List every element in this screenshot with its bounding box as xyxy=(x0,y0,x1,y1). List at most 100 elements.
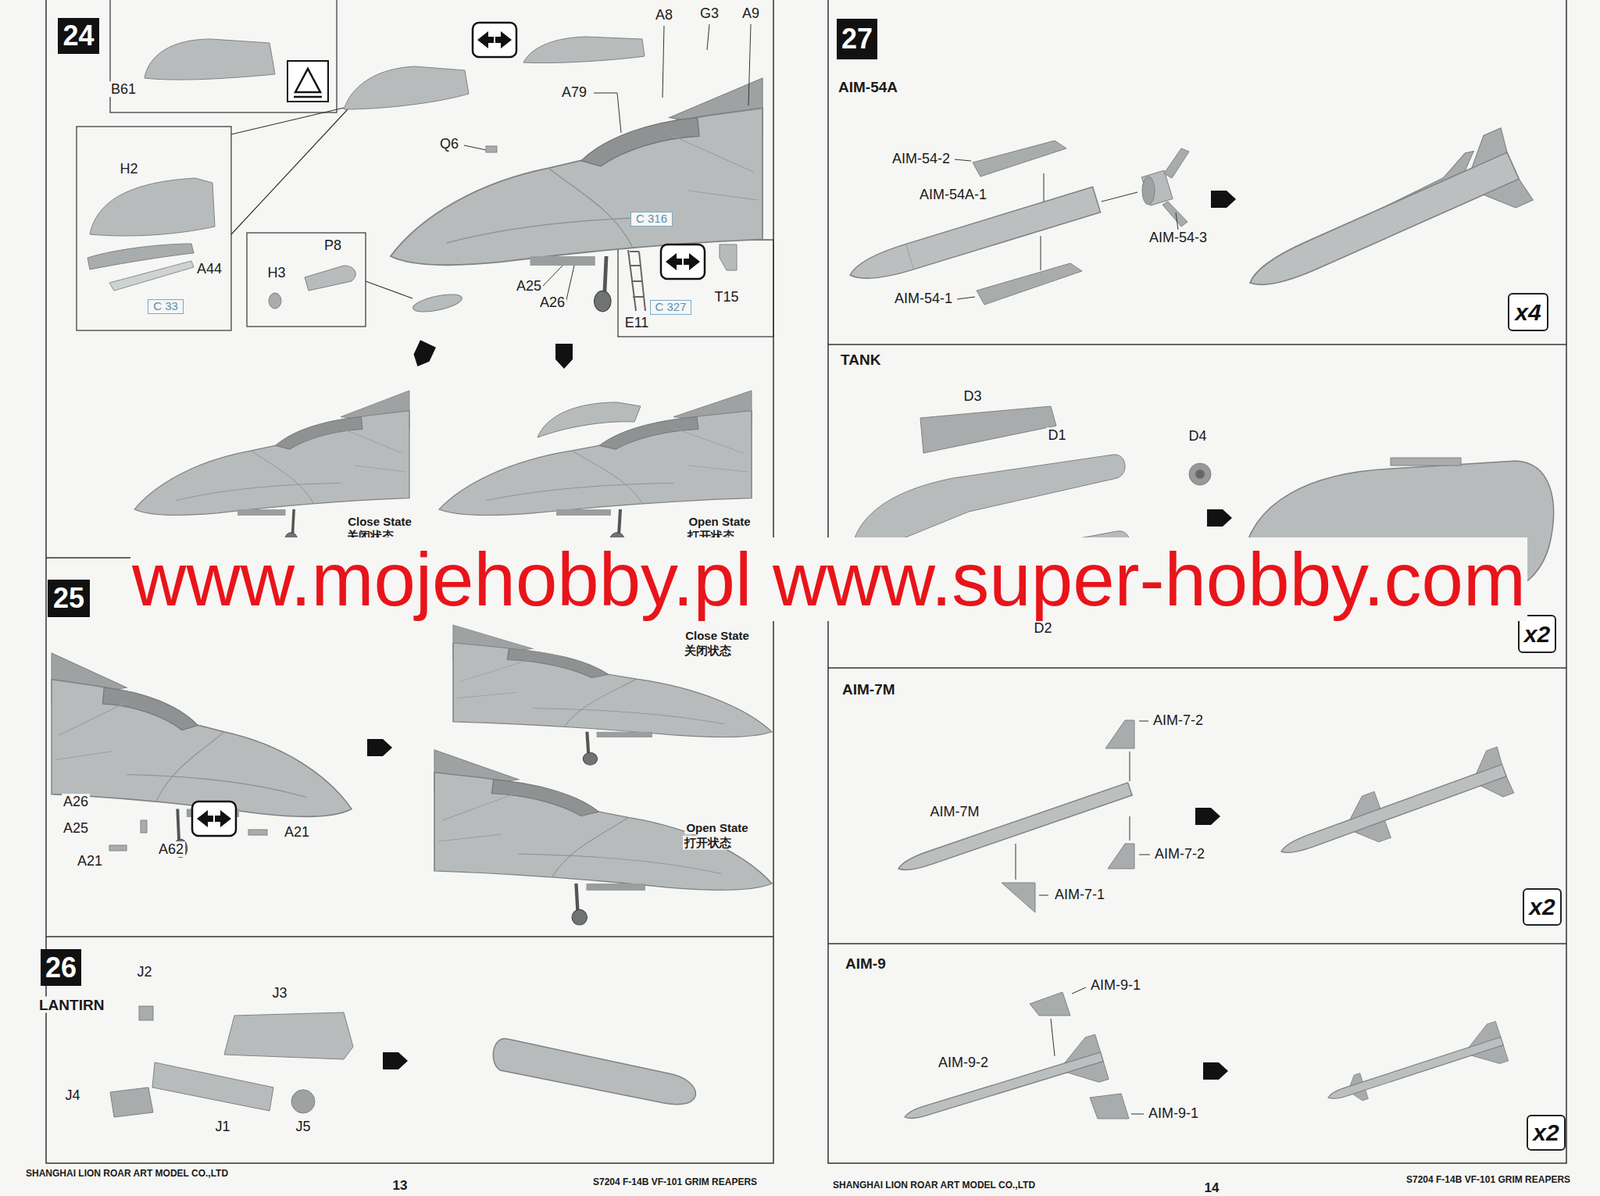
canopy-part xyxy=(268,292,282,309)
part-label: A25 xyxy=(514,278,543,294)
small-part xyxy=(411,146,737,315)
canopy-part xyxy=(293,68,322,97)
aircraft-nose xyxy=(51,653,352,858)
lantirn-part xyxy=(152,1062,274,1111)
part-label: H3 xyxy=(265,265,287,282)
part-label: A44 xyxy=(195,261,224,278)
canopy-part xyxy=(343,66,469,110)
footer-text: S7204 F-14B VF-101 GRIM REAPERS xyxy=(1404,1174,1572,1186)
footer-text: SHANGHAI LION ROAR ART MODEL CO.,LTD xyxy=(24,1168,230,1179)
part-label: D4 xyxy=(1186,428,1208,444)
lantirn-part xyxy=(224,1012,354,1060)
leader-line xyxy=(1139,854,1150,856)
page-frame xyxy=(46,0,1567,1164)
part-label: AIM-7M xyxy=(928,804,982,821)
part-label: AIM-7-2 xyxy=(1153,846,1207,863)
detail-inset xyxy=(365,281,413,299)
canopy-part xyxy=(89,178,215,236)
footer-text: S7204 F-14B VF-101 GRIM REAPERS xyxy=(1404,1175,1572,1186)
leader-line xyxy=(464,24,751,304)
step-arrow xyxy=(410,339,436,370)
section-heading: AIM-7M xyxy=(840,682,897,699)
leader-line xyxy=(593,92,622,133)
part-label: A26 xyxy=(61,793,90,810)
part-label: A44 xyxy=(195,260,224,277)
part-label: J3 xyxy=(270,985,289,1002)
part-label: A21 xyxy=(75,853,104,869)
part-label: D3 xyxy=(961,388,983,404)
part-label: J1 xyxy=(213,1118,232,1135)
aircraft-nose xyxy=(390,78,763,312)
lantirn-part xyxy=(291,1089,315,1114)
leader-line xyxy=(1050,987,1144,1115)
aircraft-nose xyxy=(434,750,772,925)
part-label: E11 xyxy=(623,314,651,331)
leader-line xyxy=(954,159,1179,300)
part-label: AIM-9-2 xyxy=(936,1054,990,1071)
small-part xyxy=(628,250,646,311)
small-part xyxy=(485,146,497,153)
part-label: J4 xyxy=(63,1087,82,1104)
part-label: J1 xyxy=(213,1119,232,1136)
canopy-part xyxy=(537,402,641,438)
part-ref-box: C 316 xyxy=(630,211,673,227)
part-label: B61 xyxy=(109,81,138,97)
part-label: A21 xyxy=(282,825,311,841)
section-heading: LANTIRN xyxy=(37,996,106,1014)
detail-inset xyxy=(246,232,366,327)
leader-line xyxy=(1129,751,1131,782)
aircraft-nose xyxy=(439,390,752,547)
part-label: G3 xyxy=(698,6,721,22)
leader-line xyxy=(1129,816,1131,841)
detail-inset xyxy=(617,239,774,337)
quantity-box: x4 xyxy=(1507,292,1549,332)
part-label: AIM-54-3 xyxy=(1147,229,1209,246)
node-text: x2 xyxy=(1528,893,1555,921)
page-number: 14 xyxy=(1203,1181,1222,1196)
state-label: 关闭状态 xyxy=(682,643,733,658)
leader-line xyxy=(1139,721,1149,722)
missile-part xyxy=(1107,843,1135,869)
part-label: AIM-54-1 xyxy=(892,290,954,307)
part-label: AIM-9-1 xyxy=(1089,978,1143,994)
leader-line xyxy=(1071,987,1086,994)
part-label: A25 xyxy=(514,278,543,295)
state-label: Close State xyxy=(346,514,414,529)
small-part xyxy=(719,244,737,271)
state-label: Close State xyxy=(683,628,751,643)
node-text: x4 xyxy=(1514,299,1541,326)
small-part xyxy=(411,291,464,316)
state-label: Close State xyxy=(683,629,751,643)
part-label: A21 xyxy=(75,853,104,870)
part-label: J2 xyxy=(135,964,154,981)
section-heading: AIM-7M xyxy=(840,681,897,698)
node-text: C 327 xyxy=(654,300,686,315)
step-arrow xyxy=(382,1052,408,1070)
step-arrow xyxy=(367,739,393,757)
part-label: B61 xyxy=(109,82,138,98)
missile-part xyxy=(972,140,1067,177)
missile-part xyxy=(1029,992,1071,1016)
lantirn-part xyxy=(492,1039,696,1105)
page-frame xyxy=(828,667,1567,669)
leader-line xyxy=(707,24,710,50)
node-text: x2 xyxy=(1524,621,1550,648)
page-number: 13 xyxy=(391,1178,410,1193)
part-label: A25 xyxy=(61,821,90,837)
node-text: 24 xyxy=(62,19,94,53)
section-heading: AIM-9 xyxy=(843,956,888,973)
missile-part xyxy=(1001,720,1135,913)
missile-part xyxy=(976,263,1083,305)
part-label: A26 xyxy=(538,294,567,311)
step-arrow xyxy=(1207,509,1233,527)
small-part xyxy=(109,845,127,851)
step-arrow xyxy=(1195,807,1221,825)
missile-part xyxy=(1089,1093,1129,1119)
tank-part xyxy=(920,406,1057,454)
state-label: Open State xyxy=(684,821,750,835)
aircraft-nose xyxy=(453,625,772,765)
part-label: AIM-54A-1 xyxy=(917,187,989,204)
part-label: Q6 xyxy=(438,136,461,153)
step-arrow xyxy=(555,343,573,369)
footer-text: S7204 F-14B VF-101 GRIM REAPERS xyxy=(591,1177,759,1188)
